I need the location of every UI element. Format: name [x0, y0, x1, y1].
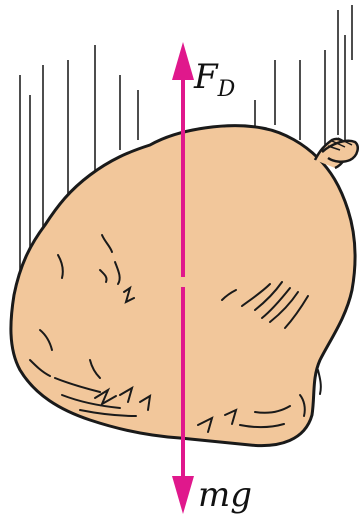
drag-force-label: FD [194, 60, 235, 101]
arrow-down-icon [172, 476, 194, 514]
weight-force-label: mg [198, 478, 252, 512]
drag-force-subscript: D [218, 77, 236, 102]
drag-force-symbol: F [194, 57, 218, 97]
arrow-up-icon [172, 42, 194, 80]
